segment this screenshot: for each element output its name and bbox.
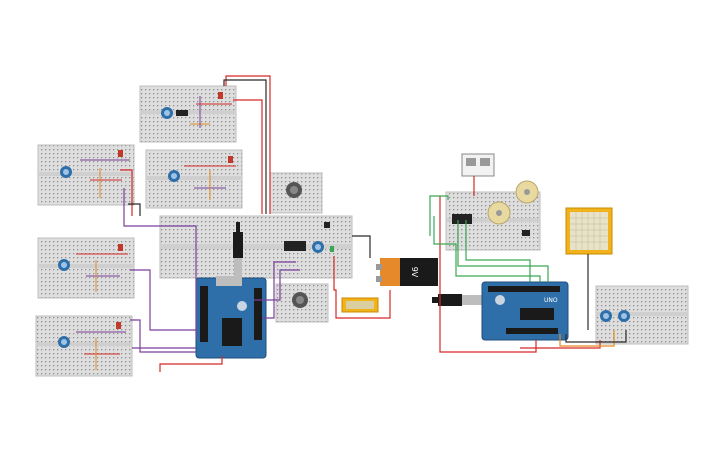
ic-chip <box>452 214 472 224</box>
arduino-left[interactable] <box>195 276 267 359</box>
breadboard-a[interactable] <box>139 85 237 143</box>
usb-plug-left[interactable] <box>233 222 243 278</box>
led <box>218 92 223 99</box>
microcontroller-chip <box>222 318 242 346</box>
breadboard-right-bottom[interactable] <box>595 285 689 345</box>
arduino-right[interactable]: UNO <box>481 281 569 341</box>
wires <box>120 75 627 372</box>
microcontroller-chip <box>520 308 554 320</box>
arduino-model-label: UNO <box>544 297 558 304</box>
breadboard-c[interactable] <box>145 149 243 209</box>
sensor-module[interactable] <box>461 153 495 177</box>
speaker-board-bottom[interactable] <box>275 283 329 323</box>
breadboard-main-left[interactable] <box>159 215 353 279</box>
usb-plug-right[interactable] <box>432 294 482 306</box>
grid-display[interactable] <box>565 207 613 255</box>
lcd-small[interactable] <box>341 297 379 313</box>
ic-chip <box>284 241 306 251</box>
dc-motor-bottom[interactable] <box>487 201 511 225</box>
battery-voltage-label: 9V <box>410 267 419 278</box>
breadboard-b[interactable] <box>37 144 135 206</box>
battery-9v[interactable]: 9V <box>376 258 438 286</box>
usb-icon <box>233 232 243 258</box>
breadboard-e[interactable] <box>35 315 133 377</box>
usb-icon <box>438 294 462 306</box>
speaker-board-top[interactable] <box>269 172 323 214</box>
breadboard-d[interactable] <box>37 237 135 299</box>
dc-motor-top[interactable] <box>515 180 539 204</box>
